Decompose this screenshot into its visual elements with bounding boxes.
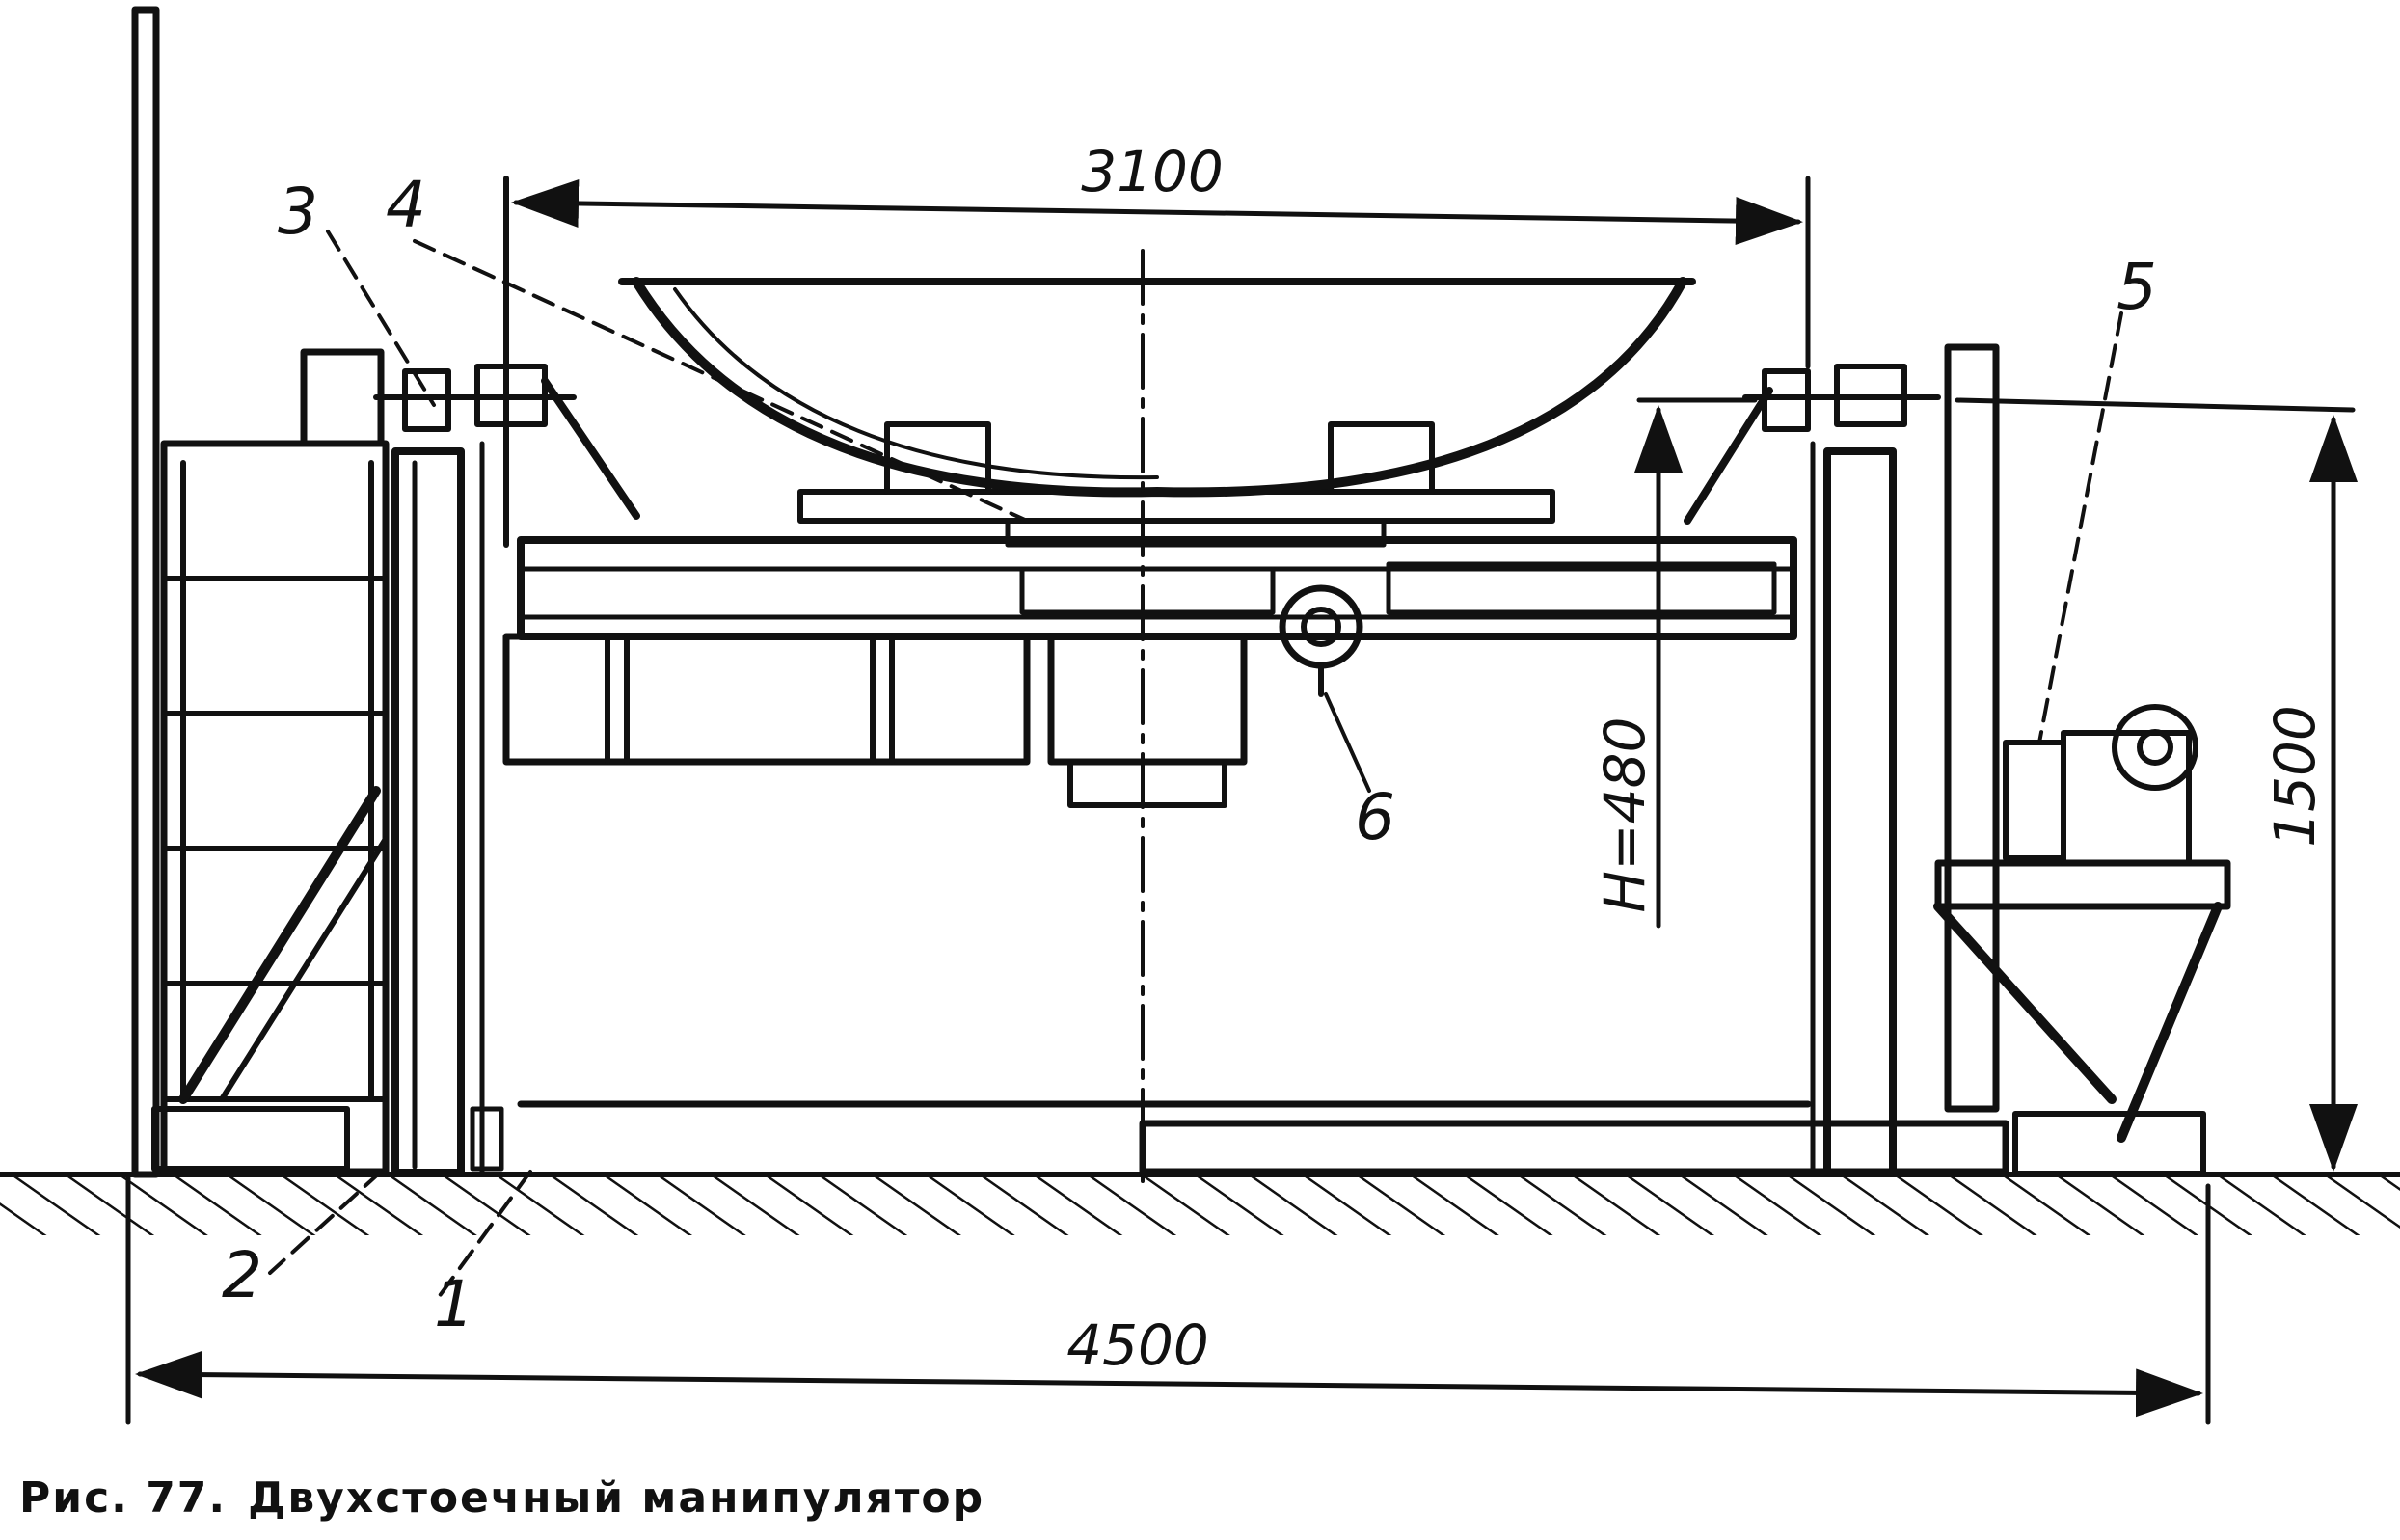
lower-drive [502,566,1276,808]
dim-stroke: H=480 [1592,397,1758,929]
worm-gear [1279,584,1363,697]
ground [0,1172,2400,1235]
dim-stroke-label: H=480 [1592,717,1658,913]
dim-height: 1500 [1955,397,2358,1172]
left-platform [151,348,390,1175]
callout-1: 1 [434,1267,474,1341]
right-drive [1933,704,2231,1176]
figure-number: Рис. 77. [19,1473,228,1523]
base-rail [517,1100,2009,1177]
callout-3: 3 [278,175,318,249]
dim-height-label: 1500 [2262,705,2328,848]
callout-6: 6 [1355,780,1395,854]
figure-caption: Рис. 77. Двухстоечный манипулятор [19,1473,984,1523]
right-pivot [1684,364,1941,525]
dim-total-length: 4500 [125,1175,2211,1425]
callout-5: 5 [2117,250,2157,324]
callout-4: 4 [386,168,426,242]
dim-top-span-label: 3100 [1081,139,1224,204]
callout-leaders [268,230,2123,1299]
bowl-workpiece [618,277,1696,498]
left-pole [131,6,160,1178]
right-column [1810,343,2000,1176]
dim-top-span: 3100 [503,139,1811,543]
left-pivot [373,364,640,520]
dim-total-length-label: 4500 [1066,1312,1209,1378]
callout-2: 2 [222,1238,262,1312]
left-column [391,441,504,1176]
figure-title: Двухстоечный манипулятор [248,1473,985,1523]
